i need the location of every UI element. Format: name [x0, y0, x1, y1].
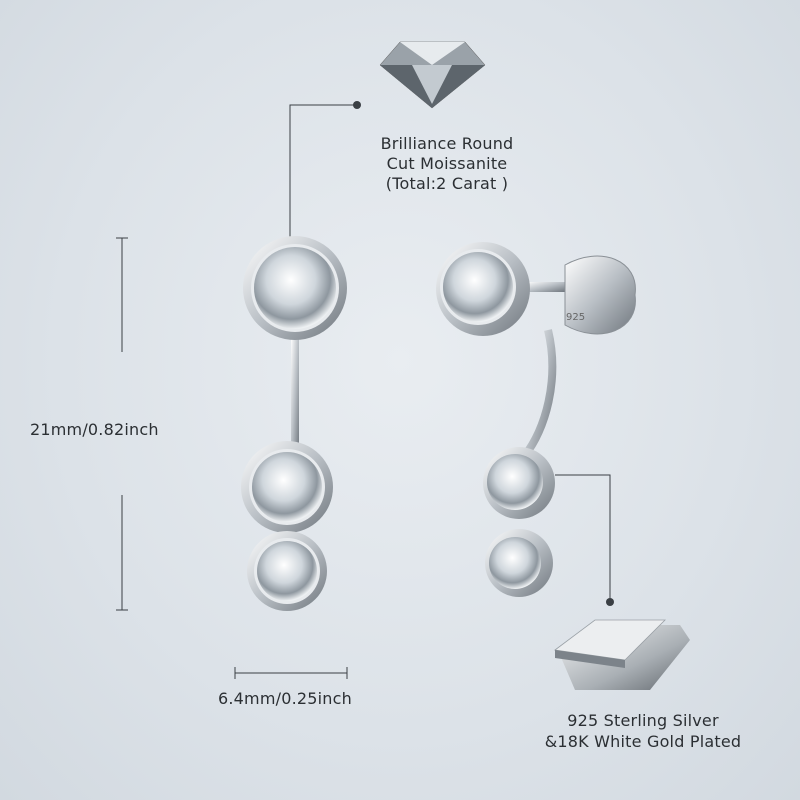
earring-front-view [241, 236, 347, 611]
stone-leader-line [289, 104, 357, 255]
leader-dot [606, 598, 614, 606]
height-dimension-line [116, 237, 128, 611]
925-stamp: 925 [566, 312, 585, 323]
stone-description: Brilliance Round Cut Moissanite (Total:2… [362, 134, 532, 194]
width-dimension-label: 6.4mm/0.25inch [218, 689, 352, 708]
stone-label-line: Cut Moissanite [386, 154, 508, 173]
leader-dot [353, 101, 361, 109]
earring-side-view: 925 [436, 242, 636, 597]
metal-label-line: 925 Sterling Silver [567, 711, 719, 730]
moissanite-gem-icon [379, 41, 486, 109]
metal-label-line: &18K White Gold Plated [544, 732, 742, 751]
height-dimension-label: 21mm/0.82inch [30, 420, 159, 439]
silver-material-icon [553, 619, 690, 690]
metal-description: 925 Sterling Silver &18K White Gold Plat… [528, 710, 758, 752]
metal-leader-line [555, 474, 611, 600]
stone-label-line: Brilliance Round [380, 134, 514, 153]
width-dimension-line [234, 667, 348, 679]
stone-label-line: (Total:2 Carat ) [385, 174, 509, 193]
